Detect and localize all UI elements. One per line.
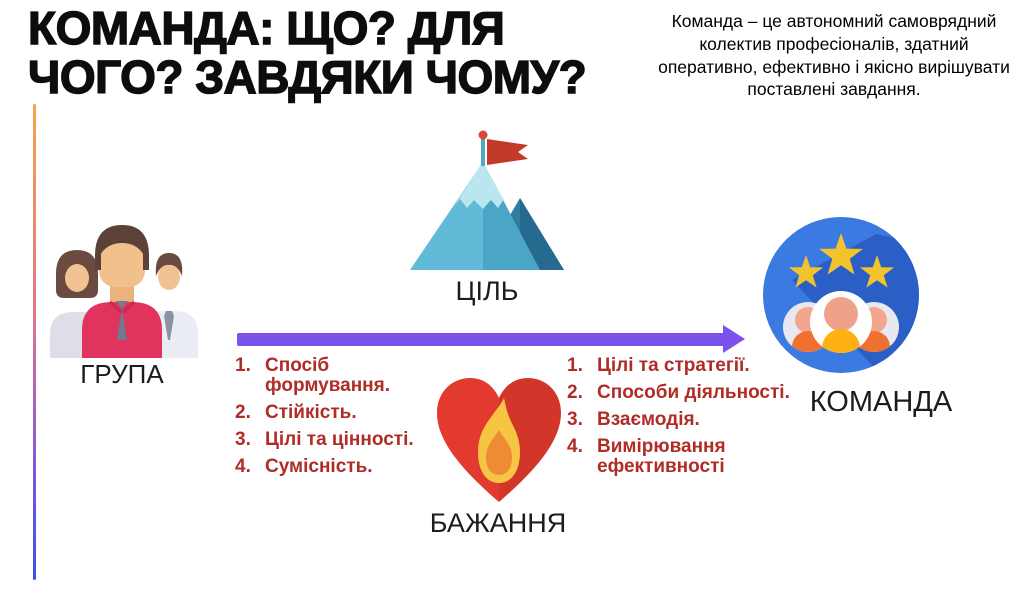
list-item: 3. Взаємодія. xyxy=(567,410,827,430)
list-item-number: 1. xyxy=(235,355,251,376)
transformation-arrow-head xyxy=(723,325,745,353)
list-item-text: Цілі та цінності. xyxy=(265,429,414,450)
transform-list-left: 1. Спосіб формування. 2. Стійкість. 3. Ц… xyxy=(235,356,450,484)
list-item-number: 4. xyxy=(235,456,251,477)
list-item-text: Стійкість. xyxy=(265,402,357,423)
list-item-number: 1. xyxy=(567,355,583,376)
list-item-text: Вимірювання ефективності xyxy=(597,436,726,477)
page-title-line2: ЧОГО? ЗАВДЯКИ ЧОМУ? xyxy=(27,50,587,103)
list-item-text: Способи діяльності. xyxy=(597,382,790,403)
list-item-number: 4. xyxy=(567,436,583,457)
transform-list-right: 1. Цілі та стратегії. 2. Способи діяльно… xyxy=(567,356,827,484)
list-item: 1. Спосіб формування. xyxy=(235,356,450,396)
list-item-text: Сумісність. xyxy=(265,456,373,477)
list-item-number: 3. xyxy=(235,429,251,450)
group-people-icon xyxy=(50,225,198,358)
star-icon xyxy=(788,255,824,288)
list-item: 4. Сумісність. xyxy=(235,457,450,477)
list-item-text: Цілі та стратегії. xyxy=(597,355,750,376)
page-title: КОМАНДА: ЩО? ДЛЯ ЧОГО? ЗАВДЯКИ ЧОМУ? xyxy=(27,2,718,103)
list-item-number: 3. xyxy=(567,409,583,430)
desire-node-label: БАЖАННЯ xyxy=(429,508,567,538)
list-item: 2. Стійкість. xyxy=(235,403,450,423)
list-item: 2. Способи діяльності. xyxy=(567,383,827,403)
group-node-label: ГРУПА xyxy=(80,359,164,389)
transformation-arrow xyxy=(237,333,725,346)
mountain-flag-icon xyxy=(410,130,564,270)
star-icon xyxy=(819,233,863,275)
star-icon xyxy=(859,255,895,288)
list-item-number: 2. xyxy=(567,382,583,403)
list-item: 3. Цілі та цінності. xyxy=(235,430,450,450)
list-item: 4. Вимірювання ефективності xyxy=(567,437,827,477)
list-item-number: 2. xyxy=(235,402,251,423)
team-node-label: КОМАНДА xyxy=(809,386,953,418)
heart-flame-icon xyxy=(437,378,561,502)
accent-gradient-line xyxy=(33,104,36,580)
team-definition-text: Команда – це автономний самоврядний коле… xyxy=(658,11,1010,100)
list-item: 1. Цілі та стратегії. xyxy=(567,356,827,376)
team-stars-circle-icon xyxy=(763,217,919,373)
goal-node-label: ЦІЛЬ xyxy=(455,276,519,306)
list-item-text: Спосіб формування. xyxy=(265,355,391,396)
list-item-text: Взаємодія. xyxy=(597,409,700,430)
page-title-line1: КОМАНДА: ЩО? ДЛЯ xyxy=(27,2,505,54)
